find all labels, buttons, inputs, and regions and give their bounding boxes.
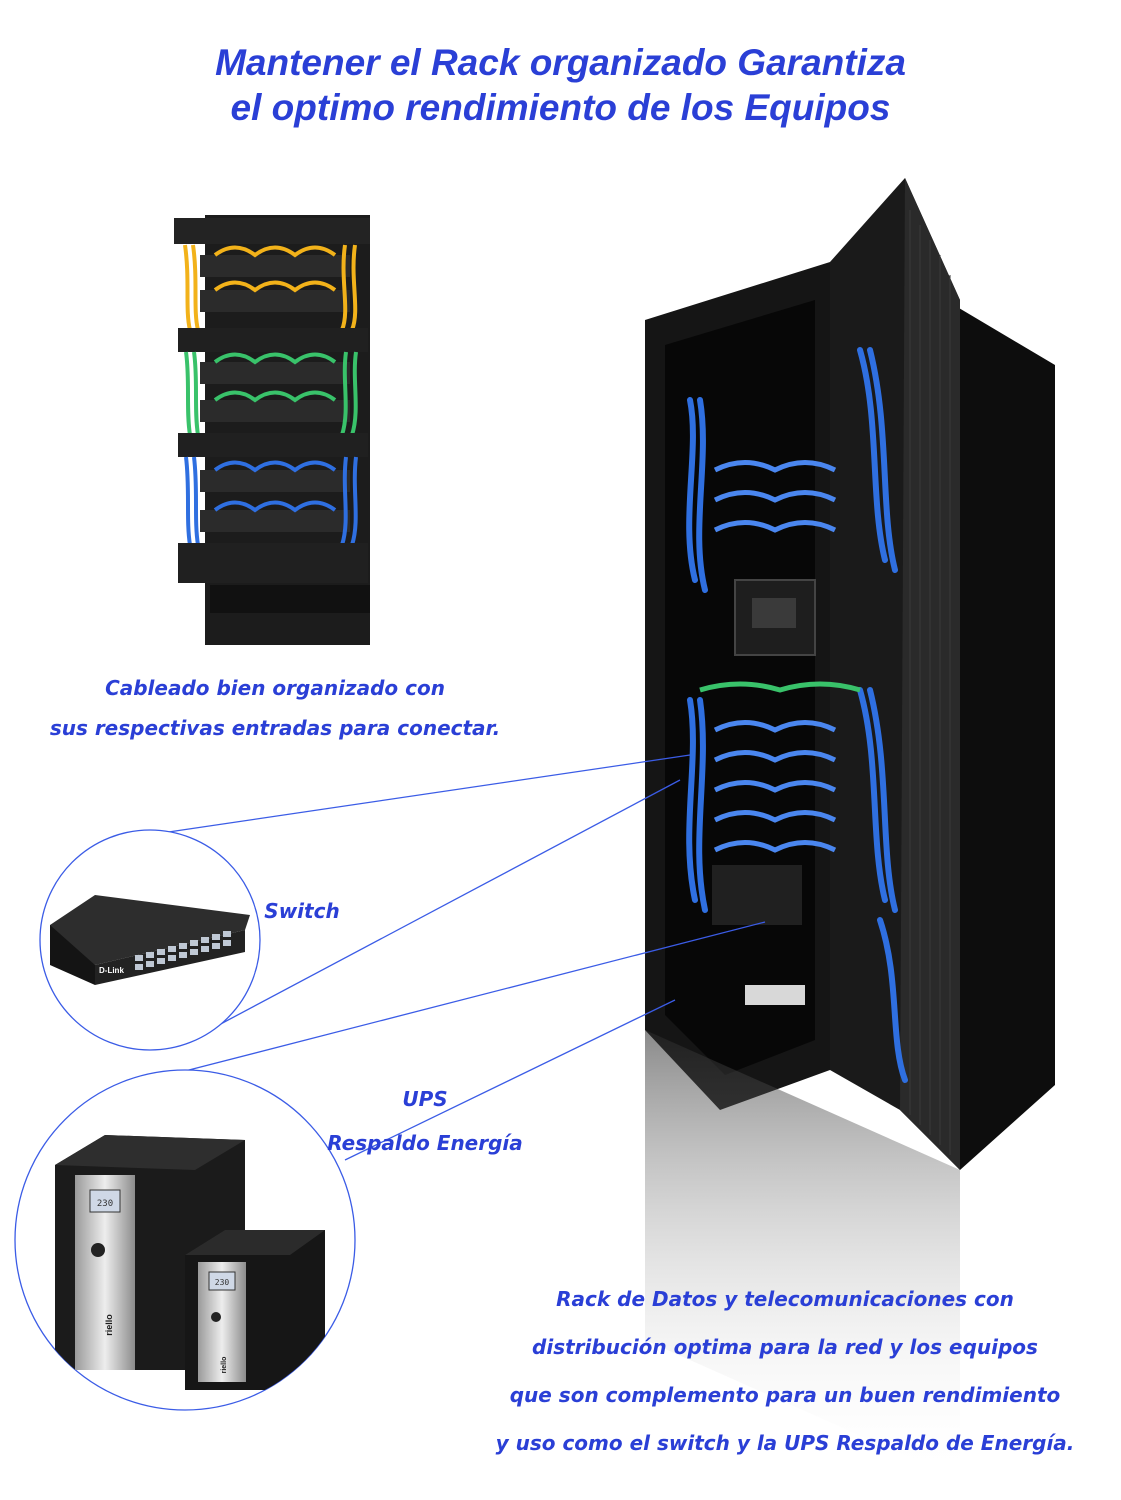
switch-image: D-Link (50, 895, 250, 985)
ups-brand-large: riello (104, 1314, 114, 1336)
switch-circle: D-Link (39, 829, 261, 1051)
leader-lines (154, 754, 766, 1161)
rack-caption-line-3: que son complemento para un buen rendimi… (509, 1383, 1061, 1407)
ups-caption: UPS Respaldo Energía (290, 1077, 560, 1165)
switch-brand-logo: D-Link (99, 966, 124, 975)
ups-display-small: 230 (215, 1278, 230, 1287)
patch-panel-caption-line-2: sus respectivas entradas para conectar. (49, 716, 501, 740)
ups-display-large: 230 (97, 1199, 113, 1209)
patch-panel-caption: Cableado bien organizado con sus respect… (20, 668, 530, 748)
patch-panel-caption-line-1: Cableado bien organizado con (105, 676, 445, 700)
rack-cabinet-image (645, 178, 1055, 1480)
ups-image: 230 riello 230 riello (55, 1135, 325, 1390)
rack-caption: Rack de Datos y telecomunicaciones con d… (470, 1275, 1100, 1467)
title-line-1: Mantener el Rack organizado Garantiza (215, 42, 906, 83)
ups-caption-line-2: Respaldo Energía (327, 1131, 523, 1155)
switch-label: Switch (264, 899, 339, 923)
title-line-2: el optimo rendimiento de los Equipos (230, 87, 891, 128)
page-title: Mantener el Rack organizado Garantiza el… (0, 40, 1121, 130)
rack-caption-line-1: Rack de Datos y telecomunicaciones con (556, 1287, 1014, 1311)
ups-circle: 230 riello 230 riello (14, 1069, 356, 1411)
rack-caption-line-2: distribución optima para la red y los eq… (532, 1335, 1038, 1359)
ups-brand-small: riello (221, 1357, 228, 1374)
rack-caption-line-4: y uso como el switch y la UPS Respaldo d… (495, 1431, 1075, 1455)
ups-caption-line-1: UPS (402, 1087, 448, 1111)
patch-panel-image (174, 215, 370, 645)
